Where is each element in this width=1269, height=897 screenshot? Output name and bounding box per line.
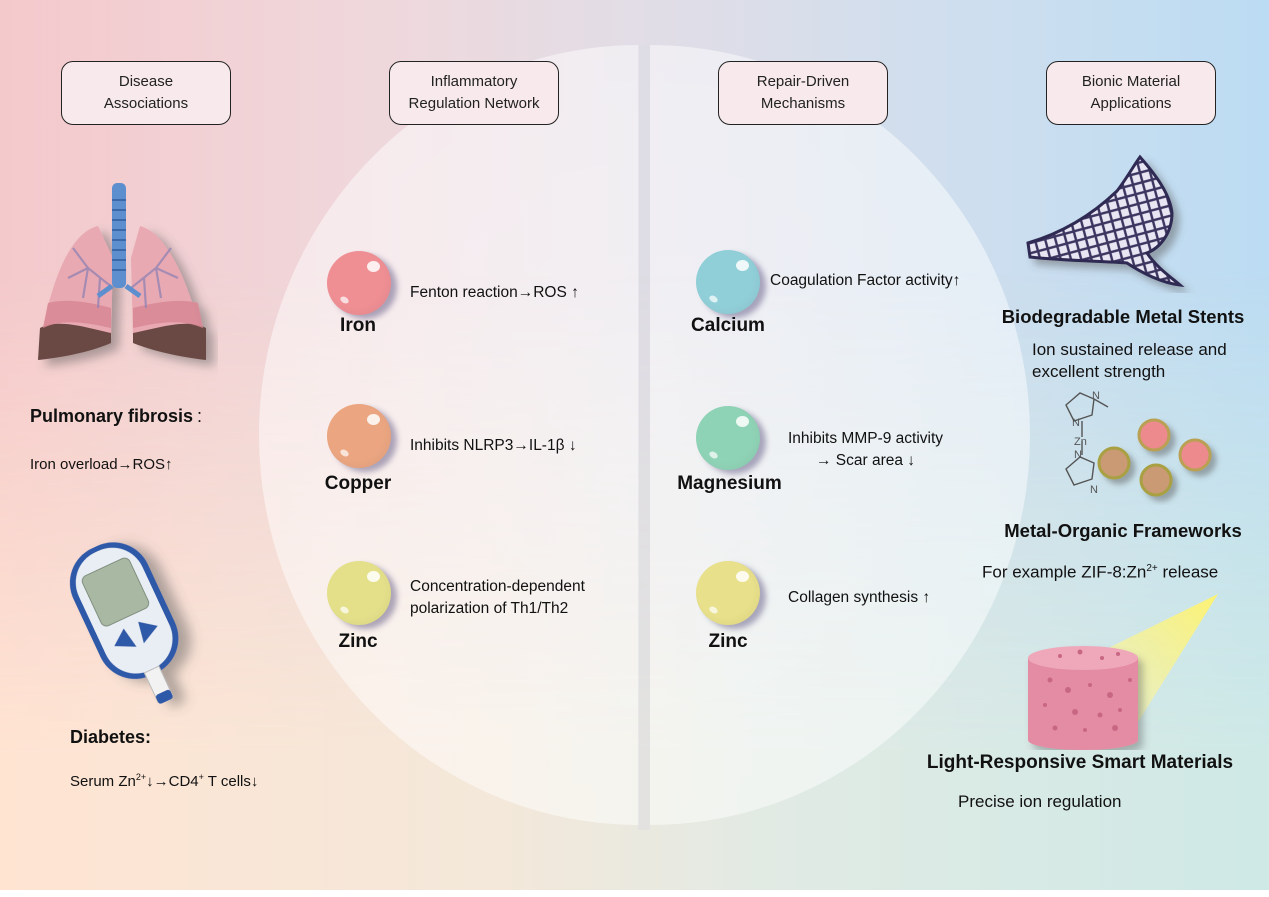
effect-line: Fenton reaction→ROS ↑ bbox=[410, 284, 579, 301]
effect-line: → Scar area ↓ bbox=[815, 452, 916, 469]
svg-text:N: N bbox=[1072, 417, 1080, 429]
superscript: + bbox=[198, 772, 204, 782]
metal-name-calcium: Calcium bbox=[691, 315, 765, 336]
effect-copper: Inhibits NLRP3→IL-1β ↓ bbox=[410, 435, 577, 457]
header-line: Repair-Driven bbox=[756, 73, 850, 90]
desc-text: release bbox=[1157, 562, 1219, 582]
effect-line: Collagen synthesis ↑ bbox=[788, 589, 931, 606]
calcium-sphere-icon bbox=[696, 250, 760, 314]
disease-pulmonary-fibrosis-detail: Iron overload→ROS↑ bbox=[30, 456, 173, 473]
metal-name-iron: Iron bbox=[340, 315, 376, 336]
disease-diabetes-detail: Serum Zn2+↓→CD4+ T cells↓ bbox=[70, 772, 258, 790]
app-title-mof: Metal-Organic Frameworks bbox=[1004, 520, 1242, 541]
lungs-icon bbox=[38, 183, 206, 360]
header-line: Applications bbox=[1090, 95, 1172, 112]
superscript: 2+ bbox=[1146, 563, 1158, 574]
header-line: Mechanisms bbox=[760, 95, 846, 112]
disease-title-separator: : bbox=[197, 406, 203, 426]
effect-line: Concentration-dependent bbox=[410, 578, 585, 595]
app-title-biodegradable-stents: Biodegradable Metal Stents bbox=[1001, 306, 1245, 327]
effect-calcium: Coagulation Factor activity↑ bbox=[770, 270, 960, 292]
zn-atom-label: Zn bbox=[1074, 436, 1087, 448]
header-line: Regulation Network bbox=[408, 95, 540, 112]
effect-magnesium: Inhibits MMP-9 activity → Scar area ↓ bbox=[788, 428, 943, 472]
metal-stent-icon bbox=[1026, 154, 1185, 288]
metal-name-zinc-inflammatory: Zinc bbox=[338, 631, 378, 652]
zinc-sphere-icon bbox=[327, 561, 391, 625]
desc-line: excellent strength bbox=[1032, 362, 1166, 381]
svg-text:N: N bbox=[1090, 484, 1098, 496]
header-line: Disease bbox=[118, 73, 174, 90]
effect-zinc-inflammatory: Concentration-dependent polarization of … bbox=[410, 576, 585, 620]
effect-zinc-repair: Collagen synthesis ↑ bbox=[788, 587, 930, 609]
app-desc-light-responsive: Precise ion regulation bbox=[958, 792, 1122, 811]
detail-text: T cells↓ bbox=[203, 773, 259, 790]
desc-text: For example ZIF-8:Zn bbox=[982, 562, 1147, 582]
disease-diabetes-title: Diabetes: bbox=[70, 727, 152, 747]
effect-line: Inhibits MMP-9 activity bbox=[788, 430, 944, 447]
header-line: Inflammatory bbox=[430, 73, 518, 90]
iron-sphere-icon bbox=[327, 251, 391, 315]
detail-text: Serum Zn bbox=[70, 773, 136, 790]
metal-name-zinc-repair: Zinc bbox=[708, 631, 748, 652]
app-desc-biodegradable-stents: Ion sustained release and excellent stre… bbox=[1032, 339, 1227, 383]
header-line: Bionic Material bbox=[1081, 73, 1181, 90]
disease-pulmonary-fibrosis-title: Pulmonary fibrosis: bbox=[30, 406, 202, 427]
effect-iron: Fenton reaction→ROS ↑ bbox=[410, 282, 579, 304]
effect-line: Coagulation Factor activity↑ bbox=[770, 272, 961, 289]
detail-text: ↓→CD4 bbox=[146, 773, 199, 790]
inflammatory-half-disk bbox=[259, 45, 639, 825]
metal-name-magnesium: Magnesium bbox=[677, 473, 782, 494]
svg-text:N: N bbox=[1074, 449, 1082, 461]
svg-text:N: N bbox=[1092, 390, 1100, 402]
zinc-repair-sphere-icon bbox=[696, 561, 760, 625]
effect-line: Inhibits NLRP3→IL-1β ↓ bbox=[410, 437, 577, 454]
disease-title-text: Pulmonary fibrosis bbox=[30, 406, 194, 426]
copper-sphere-icon bbox=[327, 404, 391, 468]
header-line: Associations bbox=[103, 95, 189, 112]
app-desc-mof: For example ZIF-8:Zn2+ release bbox=[982, 558, 1218, 584]
magnesium-sphere-icon bbox=[696, 406, 760, 470]
zif8-mof-icon: N N Zn N N bbox=[1065, 390, 1212, 497]
porous-scaffold-icon bbox=[1028, 594, 1218, 750]
glucose-meter-icon bbox=[69, 542, 179, 704]
metal-name-copper: Copper bbox=[324, 473, 392, 494]
superscript: 2+ bbox=[135, 772, 147, 782]
desc-line: Ion sustained release and bbox=[1032, 340, 1227, 359]
effect-line: polarization of Th1/Th2 bbox=[410, 600, 569, 617]
app-title-light-responsive: Light-Responsive Smart Materials bbox=[926, 752, 1234, 773]
center-divider bbox=[638, 45, 650, 830]
